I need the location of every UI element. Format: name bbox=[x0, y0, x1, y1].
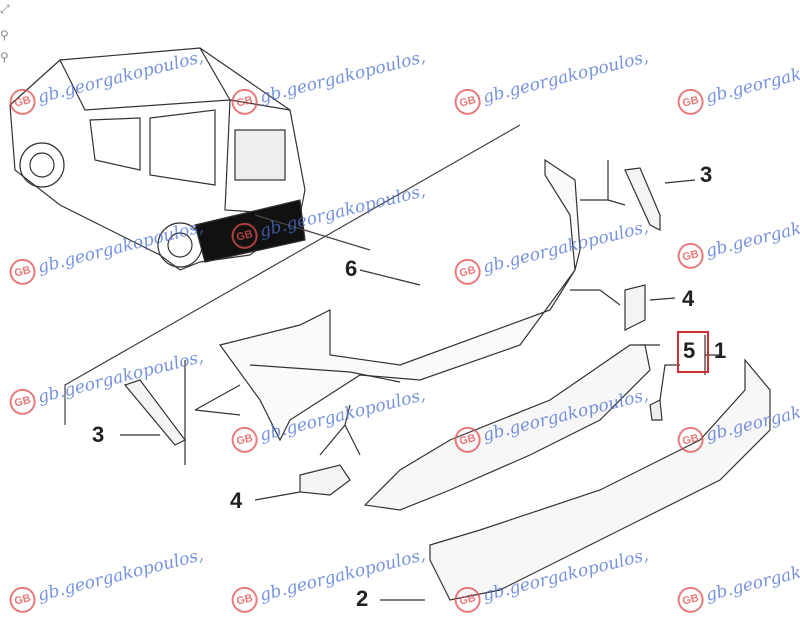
zoom-out-icon[interactable]: ⚲ bbox=[0, 50, 9, 64]
callout-1: 1 bbox=[714, 338, 727, 363]
callout-6: 6 bbox=[345, 256, 358, 281]
callout-5[interactable]: 5 bbox=[683, 338, 696, 363]
callout-4-left: 4 bbox=[230, 488, 243, 513]
highlight-box bbox=[677, 331, 709, 373]
zoom-in-icon[interactable]: ⚲ bbox=[0, 28, 9, 42]
car-illustration bbox=[9, 47, 306, 271]
expand-icon[interactable]: ⤢ bbox=[0, 2, 10, 16]
callout-3-left: 3 bbox=[92, 422, 105, 447]
callout-4-right: 4 bbox=[682, 286, 695, 311]
callout-2: 2 bbox=[356, 586, 369, 611]
callout-3-right: 3 bbox=[700, 162, 713, 187]
